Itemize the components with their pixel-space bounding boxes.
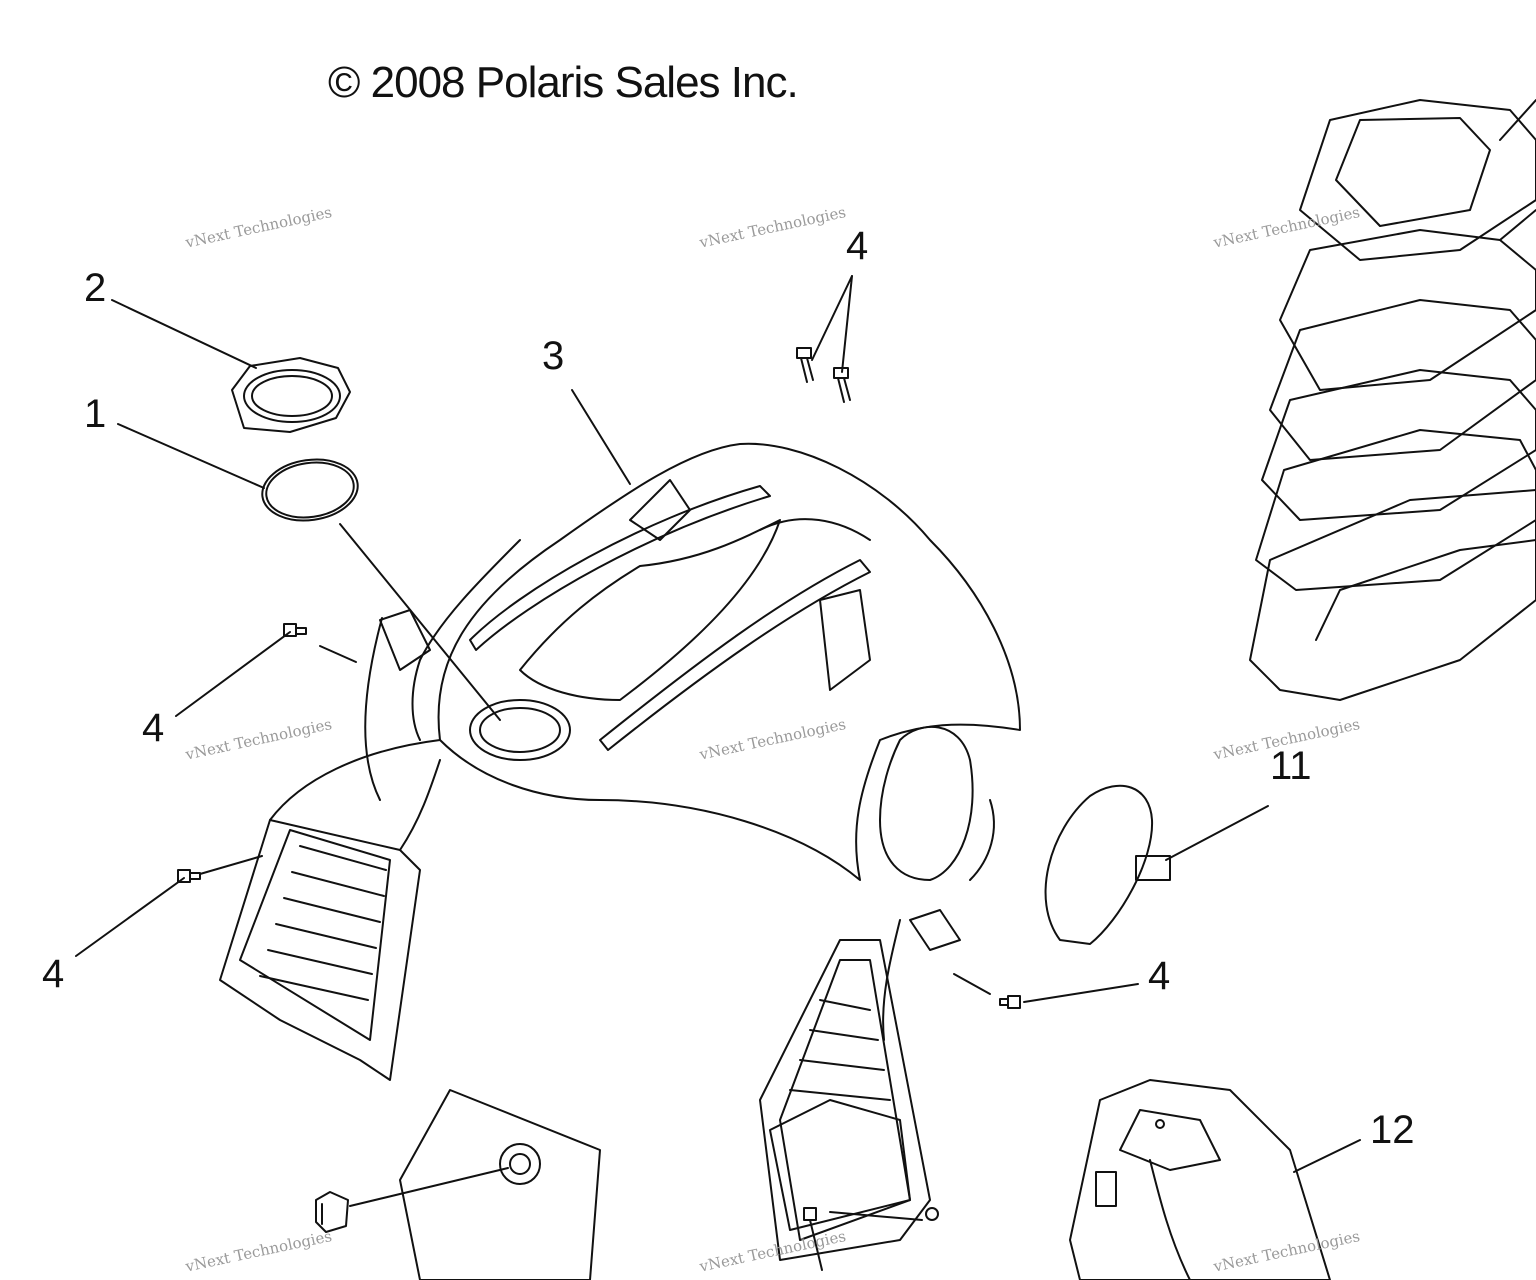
screw-top-b xyxy=(833,367,851,403)
lower-cover-panel xyxy=(399,1089,601,1280)
leader-2 xyxy=(111,299,257,369)
screw-left-upper xyxy=(283,623,307,637)
leader-1 xyxy=(117,423,265,489)
leader-4-right-b xyxy=(953,973,991,995)
screw-right xyxy=(999,995,1021,1009)
screw-bottom xyxy=(803,1207,823,1271)
leader-4-left-lower-b xyxy=(199,855,263,875)
leader-1-to-gauge xyxy=(339,523,501,721)
leader-4-top-a xyxy=(811,275,853,361)
leader-4-left-upper xyxy=(175,631,291,717)
leader-4-top-b xyxy=(841,275,853,373)
callout-1: 1 xyxy=(84,392,107,436)
part-2-bezel-ring xyxy=(231,357,351,433)
callout-4-top: 4 xyxy=(846,224,869,268)
callout-12: 12 xyxy=(1370,1108,1415,1152)
callout-2: 2 xyxy=(84,266,107,310)
callout-4-right: 4 xyxy=(1148,954,1171,998)
callout-11: 11 xyxy=(1270,744,1312,788)
part-12-side-cover xyxy=(1069,1079,1331,1280)
screw-top-a xyxy=(796,347,814,383)
part-11-pad xyxy=(1044,784,1171,945)
windshield-stack xyxy=(1249,99,1536,701)
leader-bottom-screw xyxy=(829,1211,923,1221)
callout-4-left-lower: 4 xyxy=(42,952,65,996)
right-side-panel xyxy=(759,939,939,1261)
leader-3 xyxy=(571,389,631,485)
leader-11 xyxy=(1165,805,1269,861)
callout-4-left-upper: 4 xyxy=(142,706,165,750)
leader-12 xyxy=(1293,1139,1361,1173)
screw-left-lower xyxy=(177,869,201,883)
leader-bottom-plug xyxy=(349,1167,509,1207)
leader-4-left-upper-b xyxy=(319,645,357,663)
part-3-hood xyxy=(364,442,1021,1041)
part-1-o-ring xyxy=(261,458,359,522)
left-side-panel xyxy=(219,739,441,1081)
leader-4-right xyxy=(1023,983,1139,1003)
copyright-notice: © 2008 Polaris Sales Inc. xyxy=(328,58,799,107)
leader-4-left-lower xyxy=(75,877,185,957)
callout-3: 3 xyxy=(542,334,565,378)
plug-fitting xyxy=(315,1191,349,1233)
